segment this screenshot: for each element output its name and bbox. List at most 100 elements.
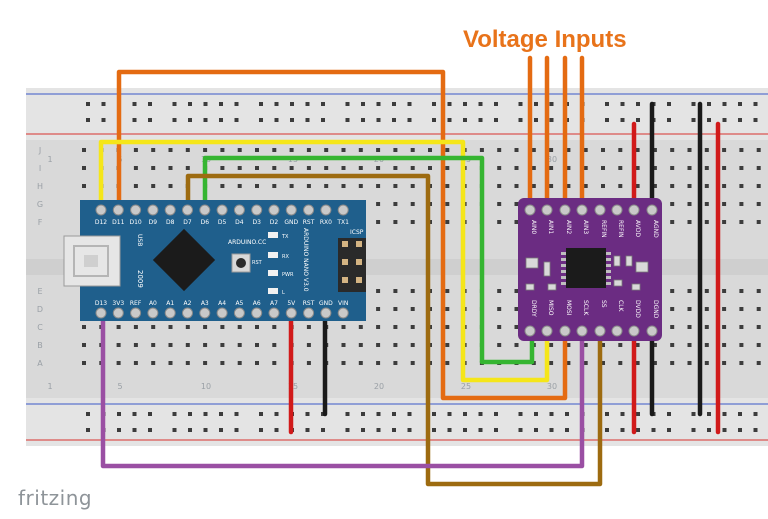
breadboard-hole	[514, 202, 519, 206]
breadboard-hole	[497, 184, 502, 188]
rail-hole	[753, 102, 758, 106]
rail-hole	[305, 118, 310, 122]
breadboard-hole	[739, 307, 744, 311]
rail-hole	[86, 428, 90, 432]
adc-pin	[559, 325, 571, 337]
breadboard-hole	[185, 343, 190, 347]
breadboard-hole	[272, 343, 277, 347]
breadboard-hole	[566, 184, 571, 188]
nano-pin	[233, 204, 245, 216]
breadboard-hole	[670, 325, 675, 329]
col-number: 5	[117, 382, 122, 391]
breadboard-hole	[82, 325, 86, 329]
rail-hole	[290, 102, 294, 106]
breadboard-hole	[393, 148, 398, 152]
wires	[98, 55, 721, 487]
adc-pin-label: SCLK	[582, 300, 589, 316]
breadboard-hole	[376, 148, 381, 152]
rail-hole	[188, 118, 192, 122]
rail-hole	[392, 428, 396, 432]
rail-hole	[478, 428, 483, 432]
nano-icsp-label: ICSP	[350, 229, 364, 236]
row-letter: H	[37, 182, 43, 191]
adc-chip	[566, 248, 606, 288]
breadboard-hole	[445, 184, 450, 188]
breadboard-hole	[358, 148, 363, 152]
rail-hole	[691, 412, 696, 416]
rail-hole	[753, 428, 758, 432]
col-number: 1	[47, 155, 52, 164]
adc-pin	[611, 204, 623, 216]
adc-pin	[628, 204, 640, 216]
nano-model-label: ARDUINO NANO V3.0	[302, 228, 309, 292]
adc-pin	[611, 325, 623, 337]
rail-hole	[407, 118, 412, 122]
icsp-pin	[356, 259, 362, 265]
breadboard-hole	[82, 361, 86, 365]
rail-hole	[132, 102, 137, 106]
breadboard-hole	[185, 166, 190, 170]
breadboard-hole	[687, 325, 692, 329]
breadboard-hole	[237, 343, 242, 347]
nano-usb-label: USB	[136, 234, 143, 246]
rail-hole	[290, 118, 294, 122]
breadboard-hole	[756, 220, 761, 224]
breadboard-hole	[722, 343, 727, 347]
rail-hole	[203, 428, 208, 432]
breadboard-hole	[722, 307, 727, 311]
breadboard-hole	[358, 166, 363, 170]
rail-hole	[219, 102, 223, 106]
rail-hole	[172, 412, 177, 416]
rail-hole	[392, 102, 396, 106]
chip-leg	[606, 276, 611, 279]
rail-hole	[565, 412, 569, 416]
breadboard-hole	[618, 148, 623, 152]
icsp-pin	[356, 277, 362, 283]
adc-pin-label: AIN0	[530, 220, 537, 234]
breadboard-hole	[410, 148, 415, 152]
smd-component	[635, 261, 649, 273]
icsp-pins	[342, 241, 362, 283]
breadboard-hole	[739, 202, 744, 206]
rail-hole	[605, 102, 609, 106]
nano-pin-label: A0	[149, 300, 157, 307]
rail-hole	[620, 118, 625, 122]
rail-hole	[605, 412, 609, 416]
breadboard-hole	[151, 166, 156, 170]
breadboard-hole	[410, 184, 415, 188]
breadboard-hole	[514, 220, 519, 224]
breadboard-hole	[722, 202, 727, 206]
breadboard-hole	[151, 343, 156, 347]
breadboard-hole	[687, 148, 692, 152]
breadboard-hole	[514, 289, 519, 293]
rail-hole	[494, 412, 498, 416]
rail-hole	[534, 412, 538, 416]
rail-hole	[234, 428, 239, 432]
chip-leg	[561, 270, 566, 273]
icsp-pin	[342, 259, 348, 265]
breadboard-hole	[237, 148, 242, 152]
breadboard-hole	[445, 202, 450, 206]
breadboard-hole	[185, 361, 190, 365]
nano-pin-label: A1	[166, 300, 174, 307]
nano-pin	[337, 204, 349, 216]
col-number: 25	[461, 382, 471, 391]
rail-hole	[117, 412, 121, 416]
rail-hole	[722, 118, 727, 122]
breadboard-hole	[722, 325, 727, 329]
breadboard-hole	[410, 166, 415, 170]
rail-hole	[707, 412, 711, 416]
rail-hole	[361, 118, 365, 122]
adc-pin	[541, 325, 553, 337]
wire-brown-d7	[185, 173, 603, 487]
row-letter: G	[37, 200, 43, 209]
rail-hole	[753, 412, 758, 416]
breadboard-hole	[168, 343, 173, 347]
breadboard-hole	[756, 166, 761, 170]
breadboard-hole	[220, 148, 225, 152]
nano-pin-label: GND	[319, 300, 333, 307]
rail-hole	[447, 428, 452, 432]
nano-pin	[95, 204, 107, 216]
breadboard-hole	[237, 325, 242, 329]
